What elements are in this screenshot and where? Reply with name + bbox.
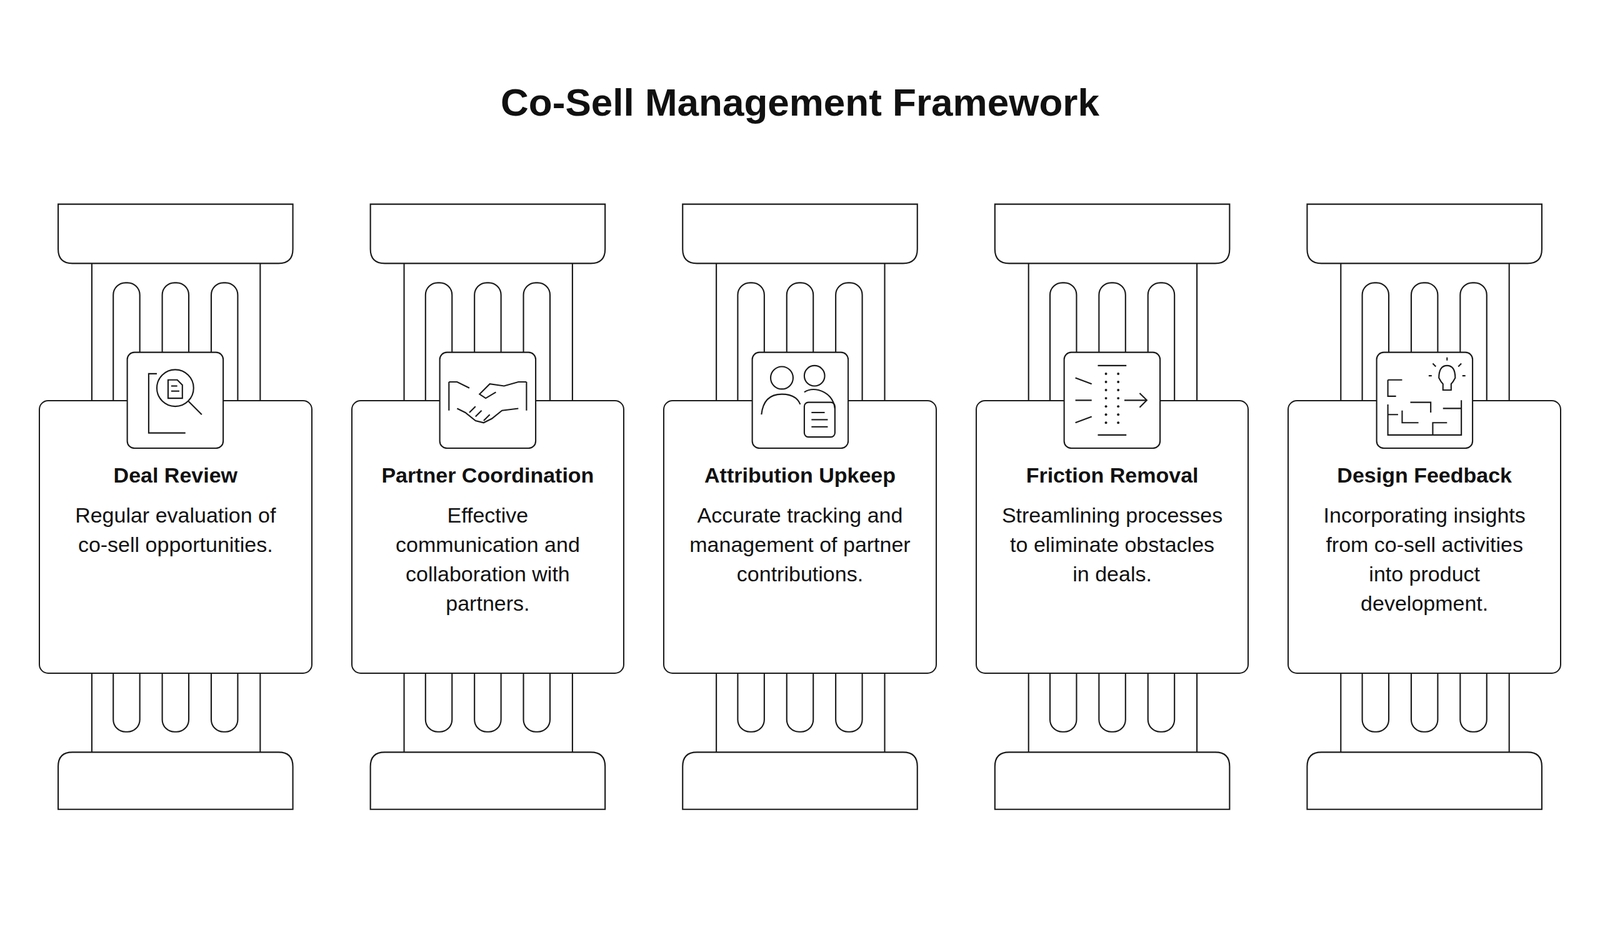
pillar-box: Partner CoordinationEffective communicat… [351, 400, 625, 674]
text-stack: Friction RemovalStreamlining processes t… [988, 460, 1237, 589]
text-stack: Attribution UpkeepAccurate tracking and … [675, 460, 925, 589]
pillar [682, 204, 918, 810]
pillar-box: Design FeedbackIncorporating insights fr… [1287, 400, 1562, 674]
diagram-title: Co-Sell Management Framework [0, 80, 1600, 125]
pillar-heading: Design Feedback [1300, 460, 1549, 490]
pillar-description: Streamlining processes to eliminate obst… [998, 500, 1225, 589]
pillar-heading: Deal Review [51, 460, 300, 490]
text-stack: Deal ReviewRegular evaluation of co-sell… [51, 460, 300, 560]
pillar-description: Incorporating insights from co-sell acti… [1311, 500, 1538, 619]
pillar-description: Effective communication and collaboratio… [374, 500, 601, 619]
text-stack: Partner CoordinationEffective communicat… [363, 460, 613, 619]
pillar-description: Accurate tracking and management of part… [686, 500, 914, 589]
pillar-heading: Attribution Upkeep [675, 460, 925, 490]
pillar-box: Friction RemovalStreamlining processes t… [975, 400, 1250, 674]
pillar [1306, 204, 1542, 810]
pillar [995, 204, 1230, 810]
pillar-icon [1063, 351, 1162, 450]
pillar-heading: Friction Removal [988, 460, 1237, 490]
pillar [58, 204, 294, 810]
pillar-box: Deal ReviewRegular evaluation of co-sell… [38, 400, 313, 674]
pillar-icon [1375, 351, 1474, 450]
text-stack: Design FeedbackIncorporating insights fr… [1300, 460, 1549, 619]
pillar-heading: Partner Coordination [363, 460, 613, 490]
pillar-box: Attribution UpkeepAccurate tracking and … [663, 400, 937, 674]
pillar-icon [438, 351, 537, 450]
pillar-description: Regular evaluation of co-sell opportunit… [62, 500, 289, 560]
pillar-icon [751, 351, 850, 450]
pillar-icon [126, 351, 225, 450]
